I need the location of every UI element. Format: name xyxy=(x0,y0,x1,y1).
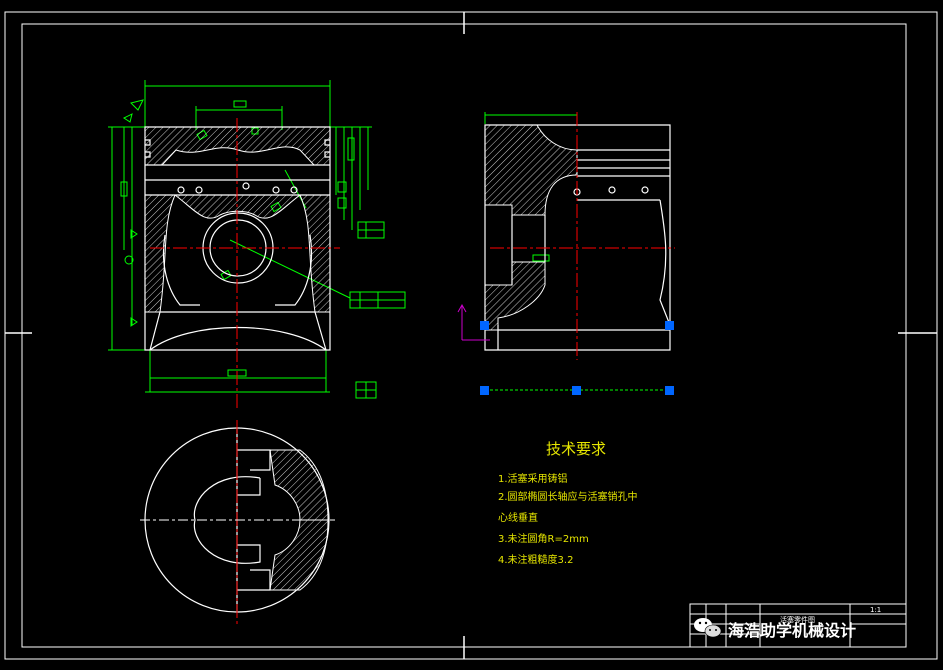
side-hatch-regions xyxy=(484,124,578,331)
side-outline xyxy=(484,124,671,351)
tech-req-item: 1.活塞采用铸铝 xyxy=(498,472,568,485)
technical-requirements: 技术要求 1.活塞采用铸铝 2.圆部椭圆长轴应与活塞销孔中 心线垂直 3.未注圆… xyxy=(498,440,638,566)
front-centerlines xyxy=(150,118,340,410)
ucs-icon xyxy=(457,303,490,341)
front-outline xyxy=(144,126,331,351)
title-block: 活塞零件图 1:1 xyxy=(689,603,907,648)
watermark-text: 海浩助学机械设计 xyxy=(728,621,856,640)
tech-req-item: 心线垂直 xyxy=(498,511,538,524)
tech-req-item: 3.未注圆角R=2mm xyxy=(498,532,589,545)
title-block-scale: 1:1 xyxy=(870,606,881,614)
side-centerlines xyxy=(490,112,675,360)
centering-marks xyxy=(5,12,937,659)
title-block-part-name: 活塞零件图 xyxy=(780,615,815,624)
top-section-view xyxy=(140,420,335,625)
selection-grips xyxy=(480,321,674,395)
tech-req-title: 技术要求 xyxy=(546,440,606,458)
top-hatch-regions xyxy=(269,449,329,591)
wechat-icon xyxy=(694,618,722,638)
watermark: 海浩助学机械设计 xyxy=(694,618,856,640)
front-section-view xyxy=(108,80,406,410)
tech-req-item: 4.未注粗糙度3.2 xyxy=(498,553,573,566)
tech-req-item: 2.圆部椭圆长轴应与活塞销孔中 xyxy=(498,490,638,503)
front-dimensions xyxy=(108,80,406,399)
side-half-section-view xyxy=(457,112,675,395)
